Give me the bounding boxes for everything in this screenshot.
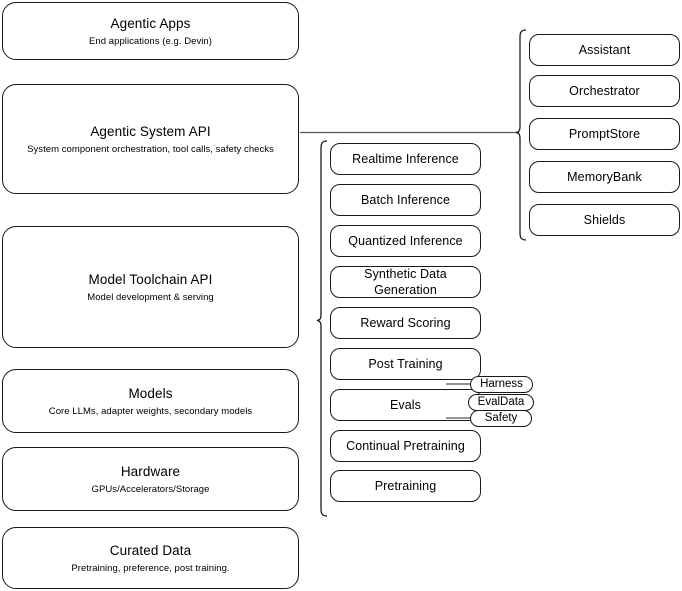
eval-pill-harness[interactable]: Harness (470, 376, 533, 393)
component-label: Shields (583, 213, 626, 227)
layer-models[interactable]: Models Core LLMs, adapter weights, secon… (2, 369, 299, 433)
layer-title: Models (128, 385, 173, 401)
capability-label: Realtime Inference (352, 152, 459, 166)
layer-subtitle: System component orchestration, tool cal… (27, 143, 274, 155)
layer-title: Hardware (120, 463, 181, 479)
layer-agentic-system-api[interactable]: Agentic System API System component orch… (2, 84, 299, 194)
layer-hardware[interactable]: Hardware GPUs/Accelerators/Storage (2, 447, 299, 511)
brace-toolchain-capabilities (316, 140, 328, 517)
eval-pill-evaldata[interactable]: EvalData (468, 394, 534, 411)
component-orchestrator[interactable]: Orchestrator (529, 75, 680, 107)
layer-title: Agentic System API (90, 123, 211, 139)
layer-subtitle: Core LLMs, adapter weights, secondary mo… (48, 405, 253, 417)
capability-synthetic-data-generation[interactable]: Synthetic Data Generation (330, 266, 481, 298)
capability-realtime-inference[interactable]: Realtime Inference (330, 143, 481, 175)
capability-label: Continual Pretraining (346, 439, 465, 453)
component-memorybank[interactable]: MemoryBank (529, 161, 680, 193)
capability-label: Evals (389, 398, 422, 412)
capability-batch-inference[interactable]: Batch Inference (330, 184, 481, 216)
capability-label: Synthetic Data Generation (364, 267, 447, 297)
eval-pill-label: EvalData (477, 396, 525, 408)
layer-subtitle: Model development & serving (87, 291, 214, 303)
component-label: MemoryBank (567, 170, 642, 184)
layer-subtitle: GPUs/Accelerators/Storage (91, 483, 210, 495)
component-shields[interactable]: Shields (529, 204, 680, 236)
layer-curated-data[interactable]: Curated Data Pretraining, preference, po… (2, 527, 299, 589)
eval-pill-label: Safety (484, 412, 518, 424)
capability-reward-scoring[interactable]: Reward Scoring (330, 307, 481, 339)
capability-label: Pretraining (374, 479, 437, 493)
brace-system-components (515, 29, 527, 241)
layer-title: Model Toolchain API (88, 271, 213, 287)
capability-post-training[interactable]: Post Training (330, 348, 481, 380)
layer-title: Curated Data (109, 542, 192, 558)
capability-label: Batch Inference (360, 193, 451, 207)
eval-pill-safety[interactable]: Safety (470, 410, 532, 427)
component-promptstore[interactable]: PromptStore (529, 118, 680, 150)
capability-evals[interactable]: Evals (330, 389, 481, 421)
capability-pretraining[interactable]: Pretraining (330, 470, 481, 502)
layer-subtitle: End applications (e.g. Devin) (89, 35, 212, 47)
capability-quantized-inference[interactable]: Quantized Inference (330, 225, 481, 257)
capability-continual-pretraining[interactable]: Continual Pretraining (330, 430, 481, 462)
layer-model-toolchain-api[interactable]: Model Toolchain API Model development & … (2, 226, 299, 348)
capability-label: Reward Scoring (360, 316, 451, 330)
capability-label: Post Training (368, 357, 443, 371)
component-label: Assistant (578, 43, 631, 57)
layer-subtitle: Pretraining, preference, post training. (71, 562, 230, 574)
eval-pill-label: Harness (480, 378, 523, 390)
component-label: PromptStore (568, 127, 641, 141)
layer-agentic-apps[interactable]: Agentic Apps End applications (e.g. Devi… (2, 2, 299, 60)
capability-label: Quantized Inference (348, 234, 463, 248)
component-assistant[interactable]: Assistant (529, 34, 680, 66)
component-label: Orchestrator (569, 84, 640, 98)
layer-title: Agentic Apps (110, 15, 191, 31)
